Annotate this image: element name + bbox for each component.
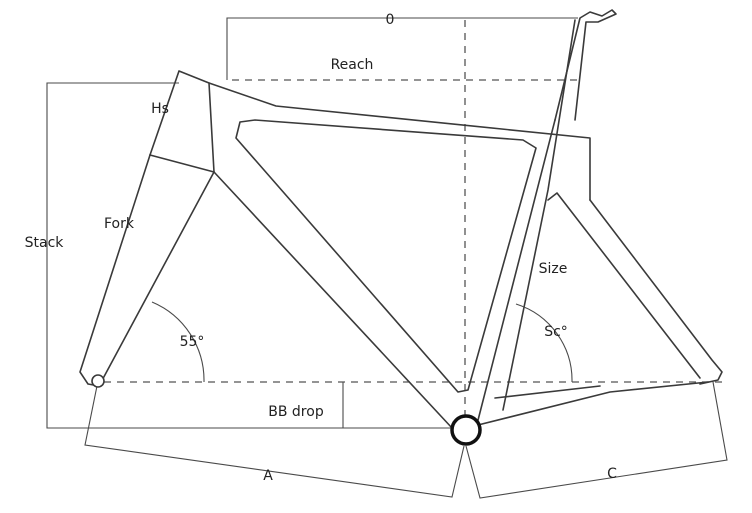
fork-outline xyxy=(79,154,215,387)
seat-angle-label: Sc° xyxy=(544,324,568,340)
top-tube-outline xyxy=(208,82,591,201)
head-tube-outline xyxy=(149,70,215,173)
chain-stay-inner xyxy=(494,385,601,399)
seat-tube-rear-outline xyxy=(502,19,576,411)
front-axle-dropout xyxy=(91,374,105,388)
a-label: A xyxy=(263,468,273,484)
main-triangle-inner xyxy=(235,119,537,393)
offset-label: 0 xyxy=(386,12,395,28)
seat-stay-inner xyxy=(547,192,701,379)
seat-tube-outline xyxy=(475,119,556,429)
seat-angle-arc xyxy=(515,303,573,383)
seat-post-outline xyxy=(554,9,617,121)
head-tube-label: Hs xyxy=(151,101,169,117)
front-center-dimension-bracket xyxy=(84,380,465,498)
stack-dimension-lines xyxy=(46,82,452,429)
chain-stay-outline xyxy=(473,381,709,427)
bb-drop-label: BB drop xyxy=(268,404,324,420)
bottom-bracket-circle xyxy=(450,414,482,446)
c-label: C xyxy=(607,466,617,482)
size-label: Size xyxy=(539,261,568,277)
seat-stay-outline xyxy=(589,199,723,385)
head-angle-label: 55° xyxy=(180,334,205,350)
stack-label: Stack xyxy=(25,235,65,251)
offset-dimension-box xyxy=(226,17,578,80)
fork-label: Fork xyxy=(104,216,135,232)
fork-crown-line xyxy=(149,154,215,173)
reach-label: Reach xyxy=(331,57,374,73)
chainstay-dimension-bracket xyxy=(465,381,728,499)
down-tube-outline xyxy=(213,171,453,429)
head-angle-arc xyxy=(151,301,205,383)
